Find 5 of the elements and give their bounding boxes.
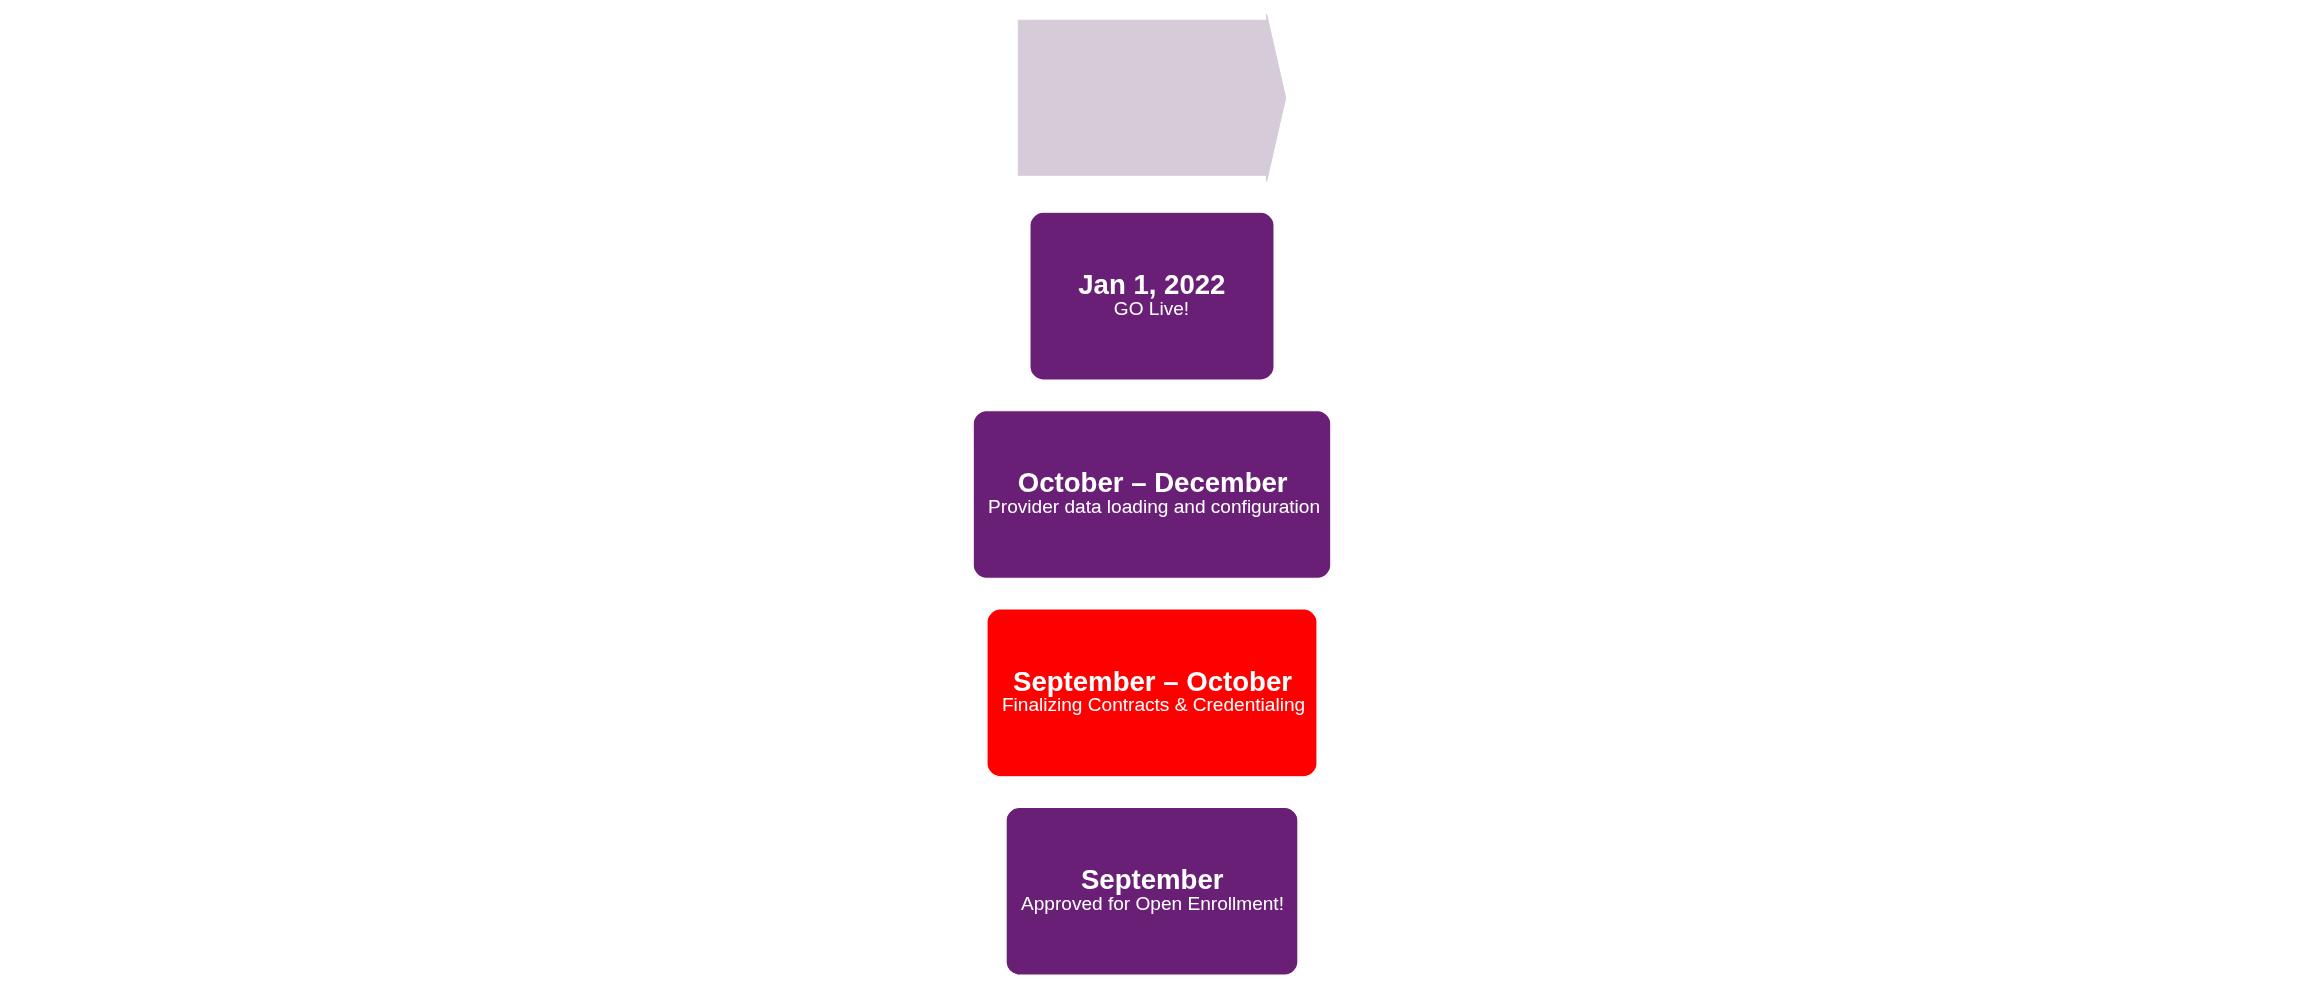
node-box: September – October Finalizing Contracts & Credentialing — [986, 608, 1317, 777]
node-box: October – December Provider data loading and configuration — [972, 409, 1331, 579]
node-arrow — [1017, 12, 1286, 182]
node-box: Jan 1, 2022 GO Live! — [1028, 211, 1275, 380]
node-box: September Approved for Open Enrollment! — [1005, 806, 1298, 976]
